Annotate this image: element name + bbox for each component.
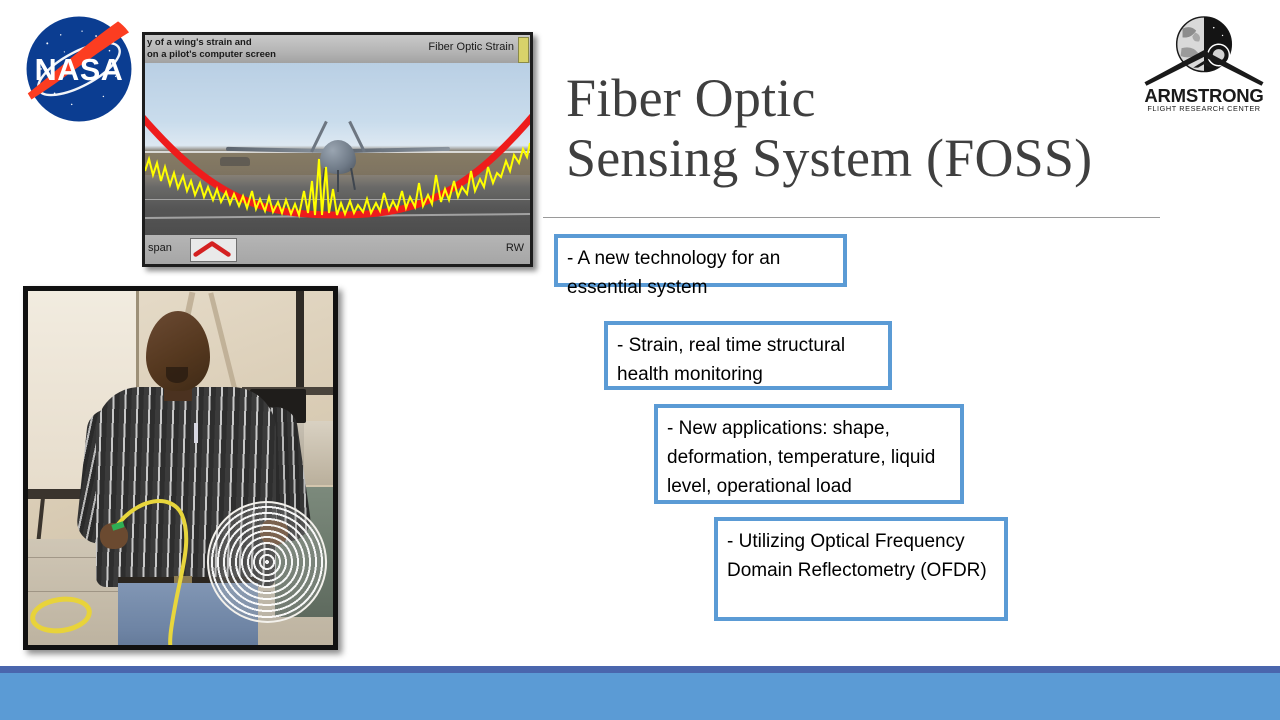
strain-span-label: span <box>148 242 172 254</box>
armstrong-logo: ARMSTRONG FLIGHT RESEARCH CENTER <box>1140 14 1268 114</box>
nasa-wordmark: NASA <box>35 53 124 87</box>
chevron-curve-icon <box>193 241 231 257</box>
nose-gear <box>336 170 339 192</box>
strain-caption: y of a wing's strain and on a pilot's co… <box>147 37 276 61</box>
aircraft-photo <box>145 63 530 235</box>
legend-swatch-red-curve <box>190 238 237 262</box>
title-line-1: Fiber Optic <box>566 68 816 128</box>
strain-toolbar <box>145 35 530 63</box>
footer-accent-strip <box>0 666 1280 673</box>
page-title: Fiber Optic Sensing System (FOSS) <box>566 68 1226 188</box>
beard <box>166 367 188 383</box>
engineer-fiber-photo <box>23 286 338 650</box>
yellow-strain-data-trace <box>145 142 530 219</box>
nasa-logo: NASA <box>18 8 140 130</box>
folding-table <box>28 489 118 499</box>
strain-caption-line-1: y of a wing's strain and <box>147 37 252 48</box>
ground-vehicle <box>220 157 250 166</box>
callout-box-strain-monitoring: - Strain, real time structural health mo… <box>604 321 892 390</box>
callout-box-new-applications: - New applications: shape, deformation, … <box>654 404 964 504</box>
title-line-2: Sensing System (FOSS) <box>566 128 1093 188</box>
armstrong-wordmark: ARMSTRONG <box>1144 85 1263 106</box>
scrollbar-thumb[interactable] <box>518 37 529 63</box>
callout-box-new-technology: - A new technology for an essential syst… <box>554 234 847 298</box>
title-divider <box>543 217 1160 218</box>
pocket-pen <box>194 423 198 443</box>
fiber-optic-strain-screenshot: y of a wing's strain and on a pilot's co… <box>142 32 533 267</box>
footer-band <box>0 673 1280 720</box>
armstrong-subtitle: FLIGHT RESEARCH CENTER <box>1147 104 1260 113</box>
nasa-meatball-icon: NASA <box>26 16 132 122</box>
strain-bottom-toolbar: span RW <box>145 235 530 264</box>
armstrong-center-icon: ARMSTRONG FLIGHT RESEARCH CENTER <box>1144 16 1264 113</box>
secondary-horizon-line <box>145 199 530 200</box>
strain-title-label: Fiber Optic Strain <box>428 41 514 53</box>
strain-caption-line-2: on a pilot's computer screen <box>147 49 276 60</box>
strain-rw-label: RW <box>505 242 524 254</box>
callout-box-ofdr: - Utilizing Optical Frequency Domain Ref… <box>714 517 1008 621</box>
yellow-fiber-optic-cable <box>111 499 189 645</box>
